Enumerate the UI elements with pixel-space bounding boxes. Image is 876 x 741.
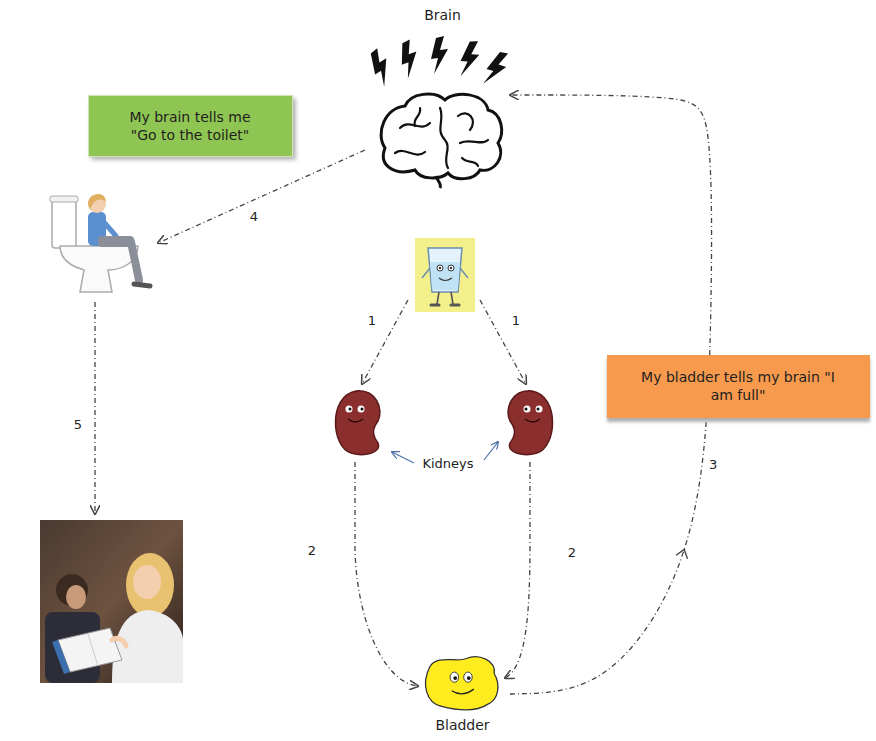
callout-number: 1: [511, 313, 521, 328]
flow-arrow: [94, 302, 95, 514]
callout-number: 4: [249, 209, 259, 224]
flow-arrow: [362, 300, 408, 384]
brain-icon: [365, 36, 511, 188]
leader-line: [484, 442, 498, 460]
callout-number: 1: [367, 313, 377, 328]
callout-box: My brain tells me "Go to the toilet": [88, 95, 293, 157]
flow-arrow: [158, 150, 365, 243]
node-text: My brain tells me "Go to the toilet": [115, 108, 265, 144]
connector-midarrow: [676, 549, 687, 558]
flow-arrow: [480, 300, 526, 384]
node-text: Brain: [424, 4, 461, 24]
water-glass: [415, 238, 475, 312]
flow-arrows: [95, 150, 530, 686]
reading-photo: [40, 520, 183, 683]
bladder-icon: [426, 657, 498, 710]
brain-node: Brain: [375, 4, 510, 188]
flow-arrow: [355, 462, 418, 686]
callout-number: 3: [708, 457, 718, 472]
lightning-bolts: [365, 36, 511, 90]
callout-number: 2: [567, 545, 577, 560]
callout-number: 5: [73, 417, 83, 432]
kidney-left: [335, 391, 379, 455]
toilet-picture: [50, 194, 150, 292]
kidney-right: [508, 391, 552, 455]
bladder-node: Bladder: [415, 652, 510, 737]
callout-number: 2: [307, 543, 317, 558]
leader-line: [392, 452, 414, 463]
flow-arrow: [505, 462, 530, 678]
node-text: Bladder: [435, 716, 489, 737]
node-text: My bladder tells my brain "I am full": [636, 368, 841, 404]
callout-box: My bladder tells my brain "I am full": [607, 355, 870, 418]
part-label: Kidneys: [421, 456, 474, 471]
